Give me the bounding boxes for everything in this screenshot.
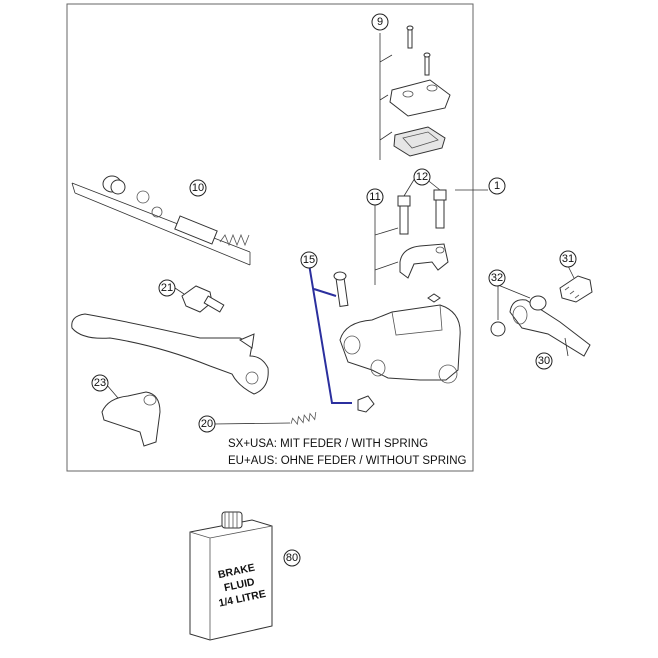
svg-text:23: 23 <box>94 377 106 389</box>
callout-11: 11 <box>366 188 384 206</box>
svg-text:15: 15 <box>303 254 315 266</box>
part-80-brake-fluid-can[interactable]: BRAKE FLUID 1/4 LITRE <box>189 511 273 641</box>
part-21-fitting[interactable] <box>174 285 225 313</box>
brake-lever[interactable] <box>71 313 269 395</box>
part-9-reservoir-cover[interactable] <box>379 25 451 160</box>
diagram-frame <box>66 3 474 472</box>
svg-text:31: 31 <box>562 253 574 265</box>
callout-9: 9 <box>371 13 389 31</box>
svg-text:80: 80 <box>286 552 298 564</box>
callout-12: 12 <box>413 168 431 186</box>
part-15-adjusting-screw[interactable] <box>308 263 375 413</box>
callout-21: 21 <box>158 279 176 297</box>
master-cylinder-body[interactable] <box>339 293 461 384</box>
svg-text:32: 32 <box>491 272 503 284</box>
callout-1: 1 <box>488 177 506 195</box>
callout-32: 32 <box>488 269 506 287</box>
svg-text:12: 12 <box>416 171 428 183</box>
part-20-spring[interactable] <box>213 411 318 426</box>
svg-text:21: 21 <box>161 282 173 294</box>
svg-text:1: 1 <box>494 180 500 192</box>
part-11-clamp[interactable] <box>374 205 449 285</box>
part-23-dust-boot[interactable] <box>101 383 161 447</box>
callout-20: 20 <box>198 415 216 433</box>
part-12-clamp-bolts[interactable] <box>397 177 447 235</box>
svg-text:11: 11 <box>369 191 380 203</box>
callout-10: 10 <box>189 179 207 197</box>
callout-23: 23 <box>91 374 109 392</box>
callout-31: 31 <box>559 250 577 268</box>
part-10-piston-kit[interactable] <box>71 175 251 266</box>
svg-text:10: 10 <box>192 182 204 194</box>
callout-15: 15 <box>300 251 318 269</box>
spring-note-line-2: EU+AUS: OHNE FEDER / WITHOUT SPRING <box>228 455 466 467</box>
part-32-sealing-washers[interactable] <box>490 284 547 337</box>
svg-text:9: 9 <box>377 16 383 28</box>
callout-80: 80 <box>283 549 301 567</box>
svg-text:20: 20 <box>201 418 213 430</box>
part-31-banjo-bolt[interactable] <box>559 265 593 303</box>
spring-note-line-1: SX+USA: MIT FEDER / WITH SPRING <box>228 438 428 450</box>
svg-text:30: 30 <box>538 355 550 367</box>
callout-30: 30 <box>535 352 553 370</box>
part-30-brake-line[interactable] <box>509 299 591 357</box>
